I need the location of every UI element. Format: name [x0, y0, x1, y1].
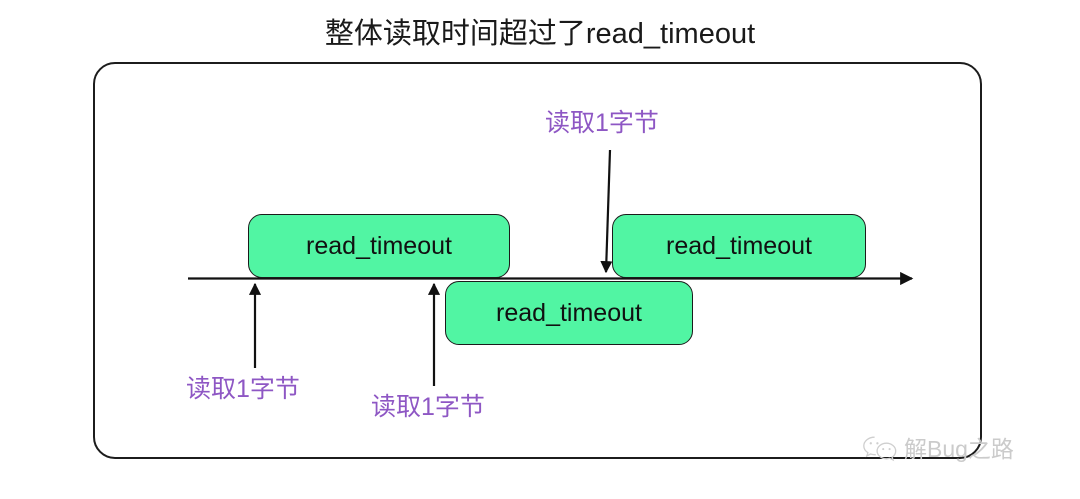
read-timeout-box-1: read_timeout	[248, 214, 510, 278]
diagram-frame	[93, 62, 982, 459]
annotation-read-byte-mid: 读取1字节	[371, 393, 485, 421]
page-title: 整体读取时间超过了read_timeout	[324, 18, 756, 50]
annotation-read-byte-top: 读取1字节	[545, 109, 659, 137]
watermark: 解Bug之路	[862, 434, 1014, 464]
read-timeout-box-2: read_timeout	[612, 214, 866, 278]
read-timeout-box-3: read_timeout	[445, 281, 693, 345]
annotation-read-byte-left: 读取1字节	[186, 375, 300, 403]
wechat-icon	[863, 436, 897, 462]
watermark-text: 解Bug之路	[904, 436, 1014, 462]
